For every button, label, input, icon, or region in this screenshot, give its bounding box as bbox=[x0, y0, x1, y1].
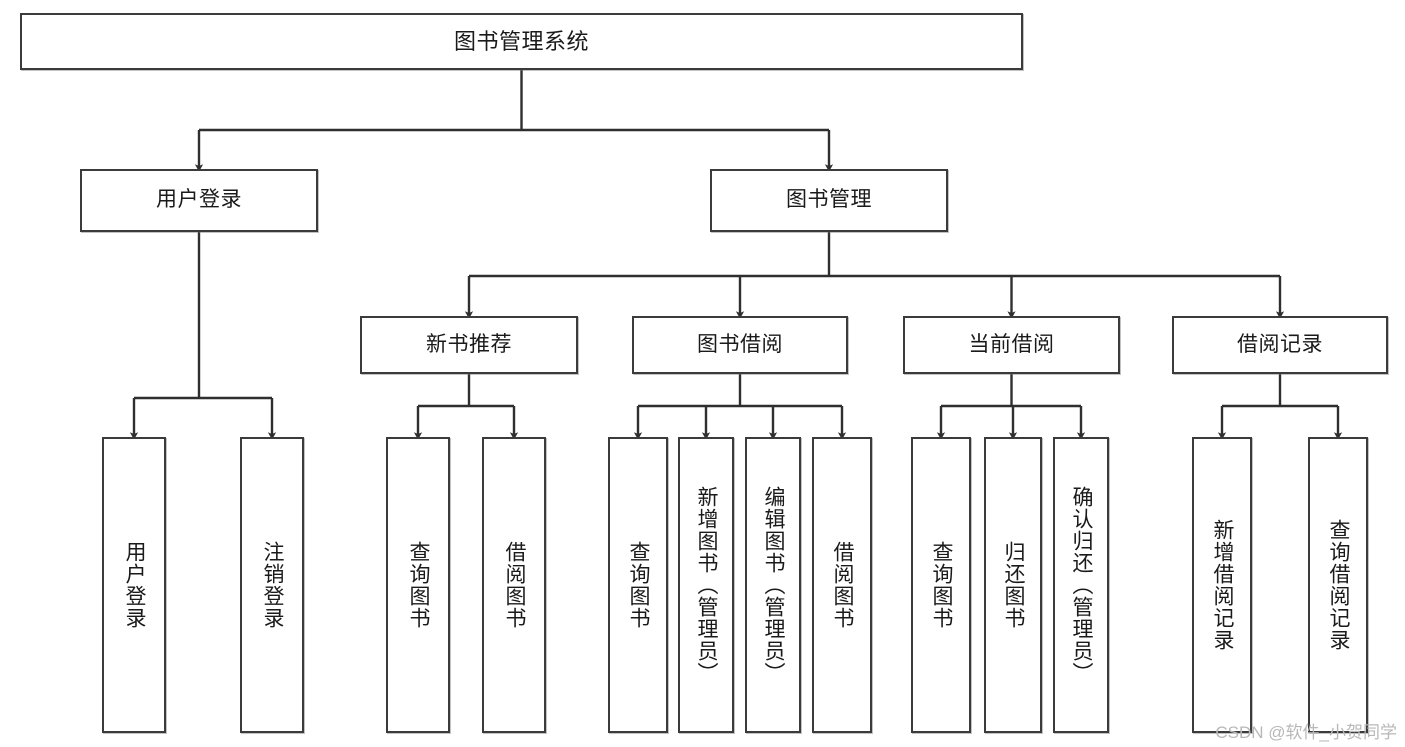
node-label-cb-query-book: 查询图书 bbox=[930, 541, 954, 629]
node-label-cb-confirm-return: 确认归还（管理员） bbox=[1070, 486, 1094, 684]
node-label-user-logout-leaf: 注销登录 bbox=[261, 541, 285, 629]
node-book-management[interactable]: 图书管理 bbox=[710, 169, 948, 232]
node-label-user-login-leaf: 用户登录 bbox=[123, 541, 147, 629]
node-nbr-query-book[interactable]: 查询图书 bbox=[386, 437, 450, 733]
node-bb-borrow-book[interactable]: 借阅图书 bbox=[812, 437, 872, 733]
node-user-login[interactable]: 用户登录 bbox=[80, 169, 318, 232]
node-label-user-login: 用户登录 bbox=[156, 188, 242, 212]
node-label-cb-return-book: 归还图书 bbox=[1002, 541, 1026, 629]
node-label-br-query-record: 查询借阅记录 bbox=[1327, 519, 1351, 651]
node-cb-query-book[interactable]: 查询图书 bbox=[911, 437, 971, 733]
node-cb-return-book[interactable]: 归还图书 bbox=[984, 437, 1042, 733]
node-borrow-record[interactable]: 借阅记录 bbox=[1172, 316, 1388, 374]
node-label-nbr-query-book: 查询图书 bbox=[407, 541, 431, 629]
node-label-borrow-record: 借阅记录 bbox=[1237, 332, 1323, 356]
watermark-text: CSDN @软件_小贺同学 bbox=[1215, 723, 1397, 742]
node-label-bb-edit-book: 编辑图书（管理员） bbox=[762, 486, 786, 684]
node-label-bb-query-book: 查询图书 bbox=[627, 541, 651, 629]
node-label-book-borrow: 图书借阅 bbox=[697, 332, 783, 356]
node-label-current-borrow: 当前借阅 bbox=[968, 332, 1055, 356]
node-bb-add-book[interactable]: 新增图书（管理员） bbox=[678, 437, 734, 733]
node-label-bb-add-book: 新增图书（管理员） bbox=[695, 486, 719, 684]
node-label-bb-borrow-book: 借阅图书 bbox=[831, 541, 855, 629]
node-bb-query-book[interactable]: 查询图书 bbox=[608, 437, 668, 733]
node-nbr-borrow-book[interactable]: 借阅图书 bbox=[482, 437, 546, 733]
node-book-borrow[interactable]: 图书借阅 bbox=[632, 316, 848, 374]
node-cb-confirm-return[interactable]: 确认归还（管理员） bbox=[1053, 437, 1109, 733]
node-label-nbr-borrow-book: 借阅图书 bbox=[503, 541, 527, 629]
node-current-borrow[interactable]: 当前借阅 bbox=[903, 316, 1120, 374]
node-label-br-add-record: 新增借阅记录 bbox=[1211, 519, 1235, 651]
node-br-add-record[interactable]: 新增借阅记录 bbox=[1192, 437, 1252, 733]
node-user-login-leaf[interactable]: 用户登录 bbox=[102, 437, 166, 733]
node-label-root: 图书管理系统 bbox=[453, 28, 589, 54]
node-label-book-management: 图书管理 bbox=[786, 188, 872, 212]
node-label-new-book-recommend: 新书推荐 bbox=[426, 332, 512, 356]
node-br-query-record[interactable]: 查询借阅记录 bbox=[1308, 437, 1368, 733]
node-new-book-recommend[interactable]: 新书推荐 bbox=[360, 316, 578, 374]
node-bb-edit-book[interactable]: 编辑图书（管理员） bbox=[745, 437, 801, 733]
node-root[interactable]: 图书管理系统 bbox=[20, 13, 1023, 70]
node-user-logout-leaf[interactable]: 注销登录 bbox=[240, 437, 304, 733]
